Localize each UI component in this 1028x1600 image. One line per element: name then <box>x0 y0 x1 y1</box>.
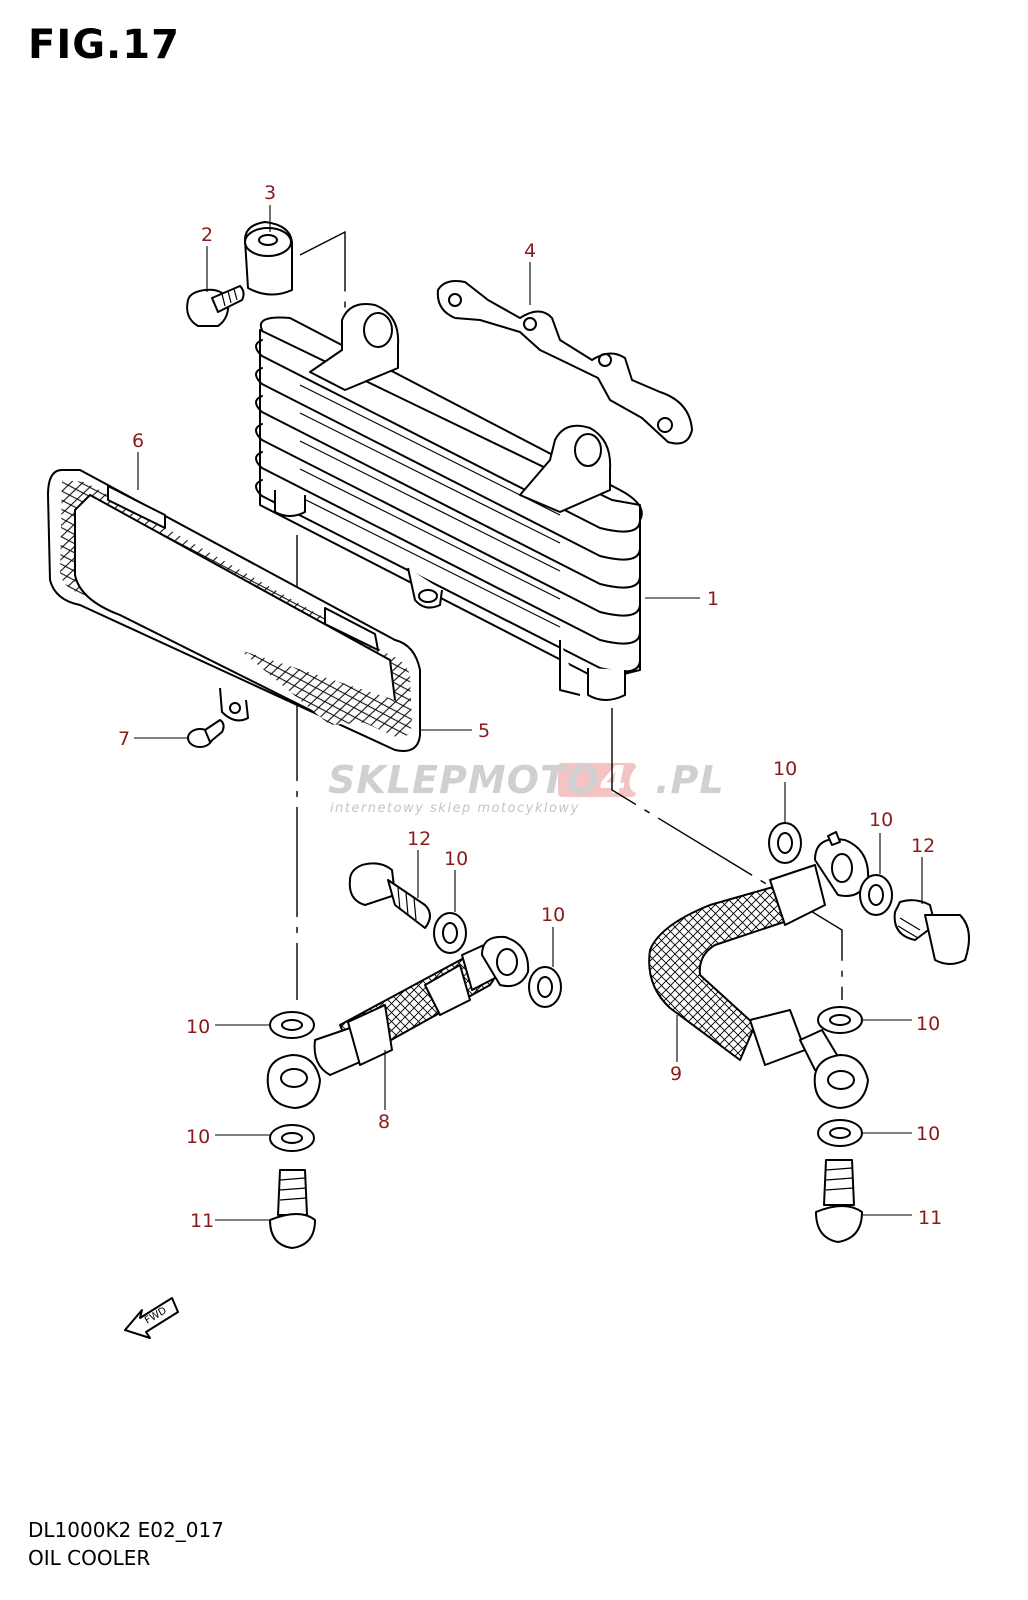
callout-6: 6 <box>132 430 144 452</box>
callout-3: 3 <box>264 182 276 204</box>
callout-10: 10 <box>186 1016 210 1038</box>
leader-lines <box>134 205 923 1221</box>
washers-part-10 <box>269 822 893 1152</box>
callout-10: 10 <box>541 904 565 926</box>
callout-10: 10 <box>916 1123 940 1145</box>
oil-cooler-core <box>255 303 643 701</box>
watermark-tagline: internetowy sklep motocyklowy <box>330 801 580 816</box>
callout-numbers: 1 2 3 4 5 6 7 8 9 10 10 10 10 10 10 10 1… <box>118 182 942 1232</box>
banjo-bolt-part-11-right <box>815 1159 863 1243</box>
bolt-part-2 <box>186 285 245 327</box>
callout-12: 12 <box>407 828 431 850</box>
banjo-bolt-part-11-left <box>269 1169 316 1249</box>
oil-hose-part-9 <box>648 831 870 1109</box>
callout-10: 10 <box>186 1126 210 1148</box>
watermark: SKLEPMOTO46.PL internetowy sklep motocyk… <box>328 758 725 816</box>
forward-direction-arrow: FWD <box>124 1297 179 1339</box>
washer <box>528 966 562 1008</box>
callout-10: 10 <box>773 758 797 780</box>
figure-title: FIG.17 <box>28 22 180 68</box>
grommet-part-3 <box>244 221 293 296</box>
watermark-badge <box>558 763 636 797</box>
bracket-part-4 <box>436 280 693 445</box>
washer <box>768 822 802 864</box>
screw-part-7 <box>187 719 225 748</box>
washer <box>433 912 467 954</box>
callout-4: 4 <box>524 240 536 262</box>
washer <box>817 1006 863 1034</box>
cooler-cover-part-5-6 <box>47 469 421 752</box>
washer <box>817 1119 863 1147</box>
callout-12: 12 <box>911 835 935 857</box>
washer <box>269 1124 315 1152</box>
callout-7: 7 <box>118 728 130 750</box>
watermark-brand: SKLEPMOTO46.PL <box>328 758 725 802</box>
callout-1: 1 <box>707 588 719 610</box>
callout-9: 9 <box>670 1063 682 1085</box>
diagram-code: DL1000K2 E02_017 <box>28 1518 224 1542</box>
washer <box>859 874 893 916</box>
callout-11: 11 <box>918 1207 942 1229</box>
callout-2: 2 <box>201 224 213 246</box>
union-bolt-part-12-right <box>893 899 970 965</box>
union-bolt-part-12-left <box>348 862 431 929</box>
callout-8: 8 <box>378 1111 390 1133</box>
callout-5: 5 <box>478 720 490 742</box>
oil-hose-part-8 <box>266 935 530 1109</box>
diagram-name: OIL COOLER <box>28 1546 151 1570</box>
callout-11: 11 <box>190 1210 214 1232</box>
callout-10: 10 <box>916 1013 940 1035</box>
callout-10: 10 <box>869 809 893 831</box>
callout-10: 10 <box>444 848 468 870</box>
washer <box>269 1011 315 1039</box>
